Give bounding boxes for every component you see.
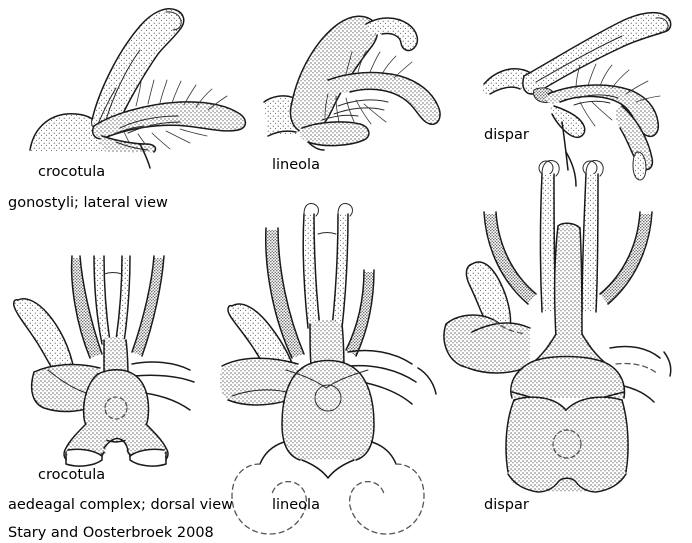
figure-aedeagus-dispar (442, 151, 692, 493)
label-gonostylus-crocotula: crocotula (38, 164, 106, 180)
label-aedeagus-crocotula: crocotula (38, 467, 106, 483)
credit-line: Stary and Oosterbroek 2008 (8, 525, 214, 541)
label-aedeagus-dispar: dispar (484, 497, 529, 513)
label-aedeagus-lineola: lineola (272, 497, 320, 513)
figure-gonostylus-dispar (480, 2, 692, 176)
label-gonostylus-dispar: dispar (484, 127, 529, 143)
caption-gonostyli-lateral-view: gonostyli; lateral view (8, 195, 168, 211)
figure-aedeagus-crocotula (4, 252, 219, 467)
caption-aedeagal-complex-dorsal-view: aedeagal complex; dorsal view (8, 497, 233, 513)
figure-aedeagus-lineola (220, 192, 440, 535)
label-gonostylus-lineola: lineola (272, 157, 320, 173)
figure-gonostylus-crocotula (28, 2, 258, 169)
figure-gonostylus-lineola (262, 10, 462, 151)
